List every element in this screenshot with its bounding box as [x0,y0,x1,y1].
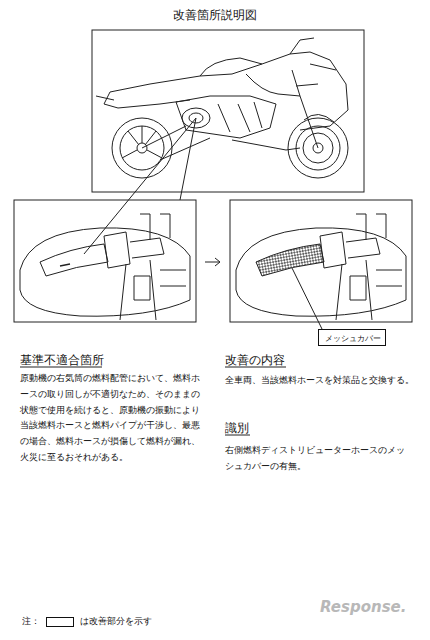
detail-frame [230,200,412,322]
page-title: 改善箇所説明図 [0,6,430,24]
body-text: 右側燃料ディストリビューターホースのメッシュカバーの有無。 [225,443,407,475]
legend-text: は改善部分を示す [80,615,152,629]
body-text: 原動機の右気筒の燃料配管において、燃料ホースの取り回しが不適切なため、そのままの… [20,371,208,466]
section-heading: 改善の内容 [225,351,415,369]
callout-text: メッシュカバー [325,333,379,344]
section-heading: 基準不適合箇所 [20,351,210,369]
leader-line [84,118,196,254]
figure-frame [92,30,364,192]
leader-line [180,118,196,200]
legend-swatch [46,617,74,627]
detail-after [236,214,406,320]
change-arrow [205,258,220,266]
detail-before [20,214,190,320]
motorcycle-drawing [96,38,348,178]
leader-line [292,268,322,329]
watermark: Response. [320,596,424,619]
detail-frame [14,200,196,322]
callout-box: メッシュカバー [318,329,386,346]
body-text: 全車両、当該燃料ホースを対策品と交換する。 [225,373,415,389]
section-heading: 識別 [225,419,415,437]
